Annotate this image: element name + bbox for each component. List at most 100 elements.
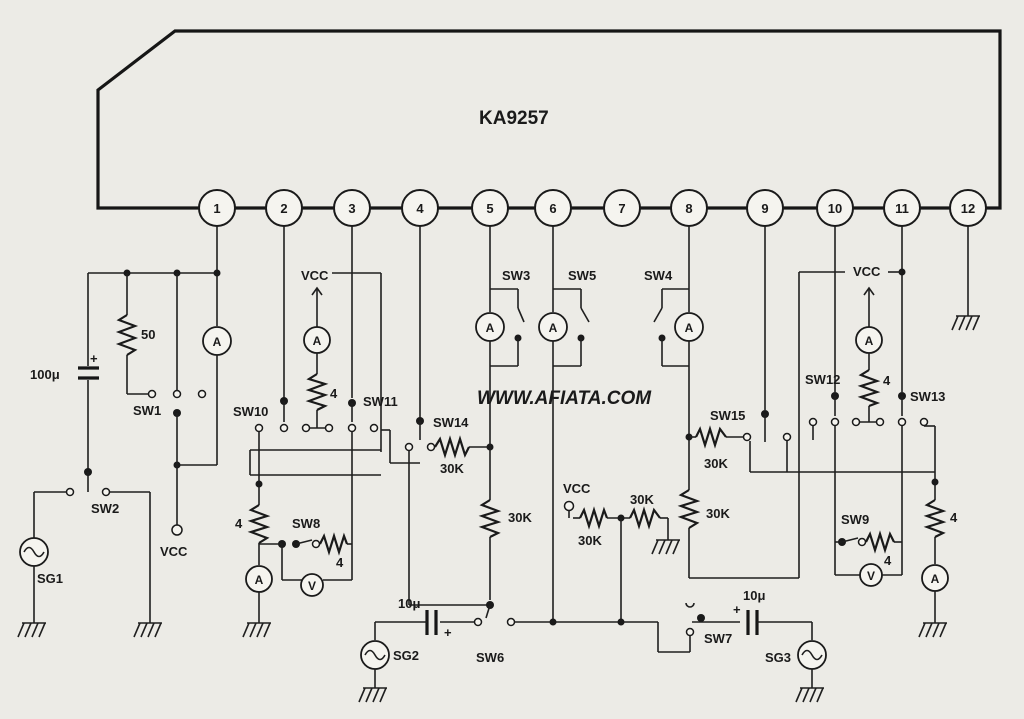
svg-text:4: 4: [336, 555, 344, 570]
svg-text:SG3: SG3: [765, 650, 791, 665]
svg-text:30K: 30K: [578, 533, 602, 548]
pin-label-11: 11: [895, 201, 909, 216]
svg-text:A: A: [213, 335, 222, 349]
sw10-label: SW10: [233, 404, 268, 419]
svg-text:+: +: [90, 351, 98, 366]
pin-label-3: 3: [348, 201, 355, 216]
pin1-circuit: A 50 SW1 VCC + 100μ SW2: [19, 226, 232, 623]
svg-text:VCC: VCC: [853, 264, 881, 279]
resistor-4-d: [857, 369, 881, 408]
pin-label-12: 12: [961, 201, 975, 216]
ground-symbol: [242, 622, 271, 638]
svg-text:VCC: VCC: [160, 544, 188, 559]
pin2-3-circuit: VCC A 4 SW10 SW11 4 A: [233, 226, 420, 623]
cap-100u-label: 100μ: [30, 367, 60, 382]
sw5-label: SW5: [568, 268, 596, 283]
pin6-7-circuit: A SW5 VCC 30K 30K: [538, 226, 669, 626]
sw14-label: SW14: [433, 415, 469, 430]
vcc-terminal: [171, 524, 183, 536]
svg-text:30K: 30K: [508, 510, 532, 525]
ground-symbols: [17, 315, 980, 703]
svg-text:A: A: [549, 321, 558, 335]
pin8-circuit: A SW4 30K SW15 30K SW7 + 10μ: [644, 226, 827, 688]
ground-symbol: [133, 622, 162, 638]
pin-label-1: 1: [213, 201, 220, 216]
sw8-label: SW8: [292, 516, 320, 531]
pin4-5-circuit: SW14 30K A SW3 30K SW6 + 10: [360, 226, 658, 688]
ground-symbol: [795, 687, 824, 703]
sw13-label: SW13: [910, 389, 945, 404]
sw9-label: SW9: [841, 512, 869, 527]
resistor-30k-vcc: [579, 506, 609, 530]
svg-text:SG2: SG2: [393, 648, 419, 663]
sw12-label: SW12: [805, 372, 840, 387]
chip-body: [96, 29, 1002, 210]
voltmeter-sw8: [300, 573, 324, 597]
chip-name: KA9257: [479, 108, 549, 129]
pin-label-4: 4: [416, 201, 424, 216]
pin-label-10: 10: [828, 201, 842, 216]
svg-text:4: 4: [330, 386, 338, 401]
cap-10u-sg2-label: 10μ: [398, 596, 420, 611]
resistor-30k-pin8: [677, 489, 701, 529]
resistor-4-e: [865, 530, 895, 554]
resistor-30k-mid: [629, 506, 661, 530]
svg-text:30K: 30K: [630, 492, 654, 507]
pin10-11-circuit: VCC A 4 SW12 SW13 SW9 4 V: [799, 226, 958, 623]
sw3-label: SW3: [502, 268, 530, 283]
pin-label-6: 6: [549, 201, 556, 216]
resistor-4-c: [319, 532, 349, 556]
ground-symbol: [918, 622, 947, 638]
cap-10u-sg3-label: 10μ: [743, 588, 765, 603]
watermark-text: WWW.AFIATA.COM: [477, 388, 652, 409]
svg-text:V: V: [308, 579, 316, 593]
svg-text:A: A: [313, 334, 322, 348]
pin9-circuit: [749, 226, 935, 578]
svg-text:VCC: VCC: [563, 481, 591, 496]
sw7-label: SW7: [704, 631, 732, 646]
sw4-label: SW4: [644, 268, 673, 283]
ground-symbol: [358, 687, 387, 703]
pin-label-8: 8: [685, 201, 692, 216]
svg-text:VCC: VCC: [301, 268, 329, 283]
pin-label-7: 7: [618, 201, 625, 216]
svg-text:+: +: [733, 602, 741, 617]
sw11-label: SW11: [363, 394, 398, 409]
pin-label-9: 9: [761, 201, 768, 216]
ground-symbol: [951, 315, 980, 331]
svg-text:50: 50: [141, 327, 155, 342]
svg-text:4: 4: [235, 516, 243, 531]
resistor-4-b: [247, 504, 271, 544]
resistor-30k-sw14: [434, 435, 470, 459]
resistor-4-f: [923, 499, 947, 538]
sw6-label: SW6: [476, 650, 504, 665]
ground-symbol: [17, 622, 46, 638]
svg-text:SG1: SG1: [37, 571, 63, 586]
svg-text:A: A: [255, 573, 264, 587]
svg-text:4: 4: [883, 373, 891, 388]
svg-text:30K: 30K: [440, 461, 464, 476]
svg-text:A: A: [931, 572, 940, 586]
svg-text:4: 4: [950, 510, 958, 525]
svg-text:V: V: [867, 569, 875, 583]
sw1-label: SW1: [133, 403, 161, 418]
pin-label-2: 2: [280, 201, 287, 216]
resistor-30k-pin5: [478, 499, 502, 538]
resistor-30k-sw15: [695, 425, 727, 449]
svg-text:A: A: [486, 321, 495, 335]
svg-text:A: A: [865, 334, 874, 348]
svg-text:30K: 30K: [704, 456, 728, 471]
sw15-label: SW15: [710, 408, 745, 423]
svg-text:A: A: [685, 321, 694, 335]
svg-text:+: +: [444, 625, 452, 640]
ground-symbol: [651, 539, 680, 555]
pin-7: [603, 189, 641, 227]
svg-text:30K: 30K: [706, 506, 730, 521]
resistor-50: [115, 314, 139, 356]
sw2-label: SW2: [91, 501, 119, 516]
svg-text:4: 4: [884, 553, 892, 568]
resistor-4-a: [305, 373, 329, 411]
